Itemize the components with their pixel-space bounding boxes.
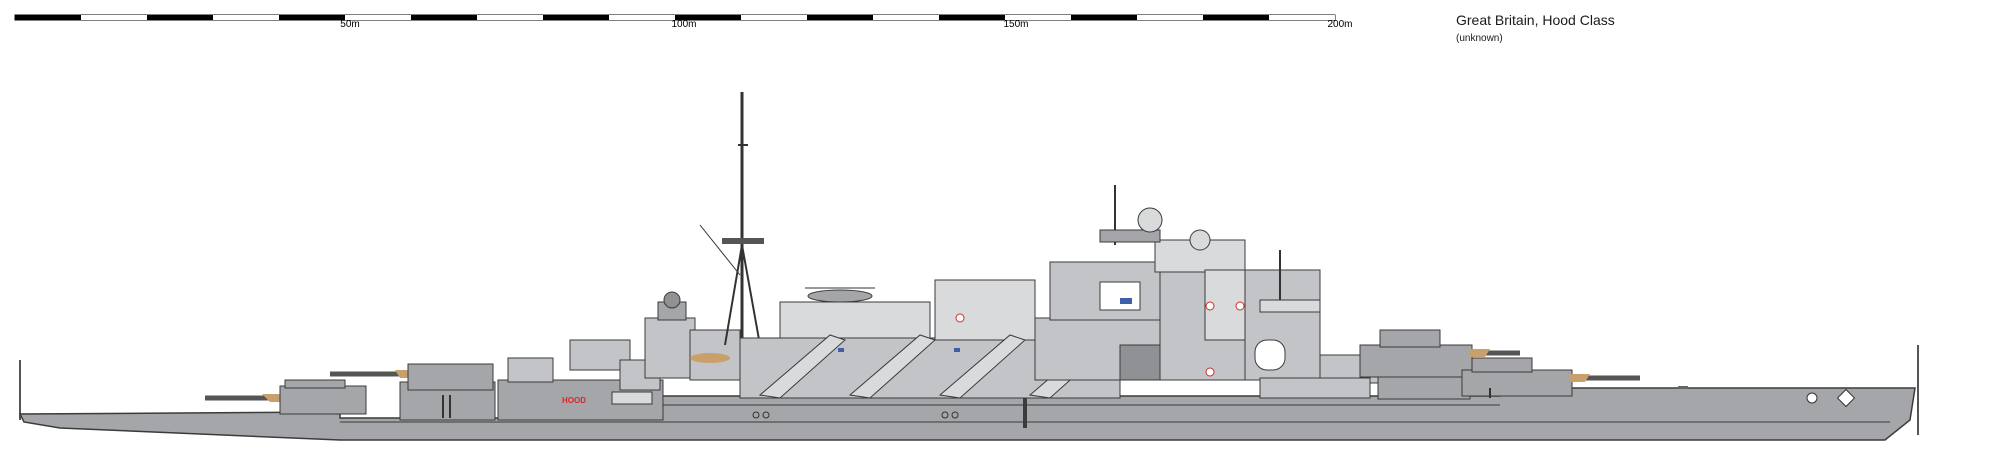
director-dome (663, 291, 681, 309)
scale-segment (213, 15, 279, 20)
scale-segment (411, 15, 477, 20)
scale-segment (477, 15, 543, 20)
barrel-sleeve (1570, 374, 1590, 382)
hull-body (18, 387, 1916, 441)
scale-segment (741, 15, 807, 20)
aft-turrets (1359, 329, 1640, 400)
aft-platform (1259, 299, 1321, 313)
stern-marker (1836, 388, 1856, 408)
barbette-x (1377, 376, 1471, 400)
porthole (762, 411, 770, 419)
turret-b (407, 363, 494, 391)
turret-a (279, 385, 367, 415)
scale-segment (1203, 15, 1269, 20)
scale-segment (279, 15, 345, 20)
marker (955, 313, 965, 323)
scale-segment (1071, 15, 1137, 20)
secondary-mount (507, 357, 554, 383)
turret-a-roof (284, 379, 346, 389)
mast-platform (722, 238, 764, 244)
scale-segment (81, 15, 147, 20)
quarterdeck-block (1259, 377, 1371, 399)
stern-fitting (1678, 386, 1688, 389)
barrel-sleeve (395, 370, 410, 378)
hull-name: HOOD (562, 396, 586, 405)
porthole (951, 411, 959, 419)
arch-opening (1254, 339, 1286, 371)
marker (1205, 301, 1215, 311)
radar-dome (1189, 229, 1211, 251)
drawing-subtitle: (unknown) (1456, 33, 1503, 44)
scale-segment (345, 15, 411, 20)
scale-segment (609, 15, 675, 20)
yard-arm (699, 224, 741, 276)
marker (1205, 367, 1215, 377)
mast-strut (724, 244, 743, 346)
scale-segment (873, 15, 939, 20)
scale-segment (807, 15, 873, 20)
scale-segment (1269, 15, 1335, 20)
window (838, 348, 844, 352)
hull (18, 386, 1916, 441)
stern-light (1806, 392, 1818, 404)
mast-strut (741, 244, 761, 346)
marker (1235, 301, 1245, 311)
scale-segment (675, 15, 741, 20)
boat (690, 353, 730, 363)
turret-x-roof (1379, 329, 1441, 348)
porthole (752, 411, 760, 419)
scale-bar (14, 14, 1336, 21)
barrel-sleeve (262, 394, 282, 402)
radar-dish (1137, 207, 1163, 233)
scale-label-150: 150m (1003, 19, 1029, 30)
launcher-tower (934, 279, 1036, 341)
bridge-base (644, 317, 696, 379)
scale-label-50: 50m (340, 19, 360, 30)
scale-bar-segments (15, 15, 1335, 20)
window-panel (1099, 281, 1141, 311)
turret-y (1461, 369, 1573, 397)
scale-segment (543, 15, 609, 20)
scale-segment (1005, 15, 1071, 20)
scale-segment (147, 15, 213, 20)
radar-platform (1099, 229, 1161, 243)
turret-x (1359, 344, 1473, 378)
scale-label-200: 200m (1327, 19, 1353, 30)
porthole (941, 411, 949, 419)
helicopter (807, 289, 873, 303)
nameplate-panel (611, 391, 653, 405)
launcher-tube (938, 334, 1026, 399)
launcher-tube (848, 334, 936, 399)
window (1120, 298, 1132, 304)
barrel-sleeve (1470, 349, 1490, 357)
scale-segment (939, 15, 1005, 20)
foremast (699, 92, 764, 350)
scale-segment (1137, 15, 1203, 20)
forward-superstructure: HOOD (497, 291, 741, 421)
main-superstructure (1034, 185, 1321, 381)
forward-turrets (205, 363, 496, 421)
drawing-title: Great Britain, Hood Class (1456, 12, 1615, 28)
scale-segment (15, 15, 81, 20)
hangar-block (779, 301, 931, 339)
launcher-tube (758, 334, 846, 399)
window (954, 348, 960, 352)
scale-label-100: 100m (671, 19, 697, 30)
turret-y-roof (1471, 357, 1533, 373)
